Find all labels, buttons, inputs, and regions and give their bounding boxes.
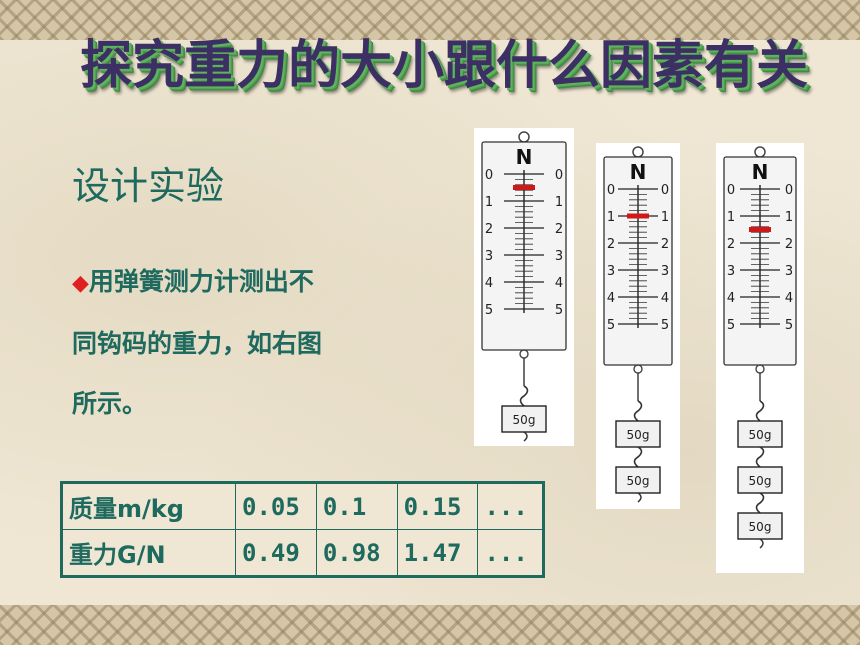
row-header-mass: 质量m/kg <box>61 482 236 530</box>
tick-label-left: 3 <box>607 264 615 279</box>
table-row: 重力G/N 0.49 0.98 1.47 ... <box>61 529 544 577</box>
tick-label-right: 5 <box>661 318 669 333</box>
weight-label: 50g <box>627 428 650 442</box>
tick-label-right: 4 <box>785 291 793 306</box>
tick-label-right: 0 <box>785 183 793 198</box>
tick-label-left: 2 <box>607 237 615 252</box>
slide-subtitle: 设计实验 <box>72 164 225 208</box>
weight-label: 50g <box>513 413 536 427</box>
table-cell: 0.05 <box>235 482 317 530</box>
tick-label-right: 2 <box>785 237 793 252</box>
tick-label-left: 5 <box>607 318 615 333</box>
tick-label-right: 1 <box>785 210 793 225</box>
bottom-hook-icon <box>523 431 528 442</box>
table-cell: 0.49 <box>235 529 317 577</box>
top-decorative-border <box>0 0 860 40</box>
weight-label: 50g <box>749 428 772 442</box>
tick-label-left: 0 <box>727 183 735 198</box>
tick-label-right: 5 <box>555 303 563 318</box>
weight-label: 50g <box>749 474 772 488</box>
tick-label-left: 3 <box>727 264 735 279</box>
table-row: 质量m/kg 0.05 0.1 0.15 ... <box>61 482 544 530</box>
tick-label-left: 2 <box>485 222 493 237</box>
weight-label: 50g <box>749 520 772 534</box>
pointer-indicator <box>513 185 535 190</box>
slide-title: 探究重力的大小跟什么因素有关 <box>80 36 809 96</box>
tick-label-left: 1 <box>727 210 735 225</box>
tick-label-left: 5 <box>485 303 493 318</box>
tick-label-right: 3 <box>785 264 793 279</box>
hook-icon <box>633 400 643 422</box>
tick-label-right: 5 <box>785 318 793 333</box>
scale-unit-label: N <box>752 160 769 184</box>
tick-label-right: 2 <box>661 237 669 252</box>
tick-label-left: 5 <box>727 318 735 333</box>
tick-label-left: 4 <box>607 291 615 306</box>
tick-label-right: 2 <box>555 222 563 237</box>
weight-block <box>615 420 661 448</box>
bottom-decorative-border <box>0 605 860 645</box>
tick-label-left: 4 <box>485 276 493 291</box>
scale-unit-label: N <box>516 145 533 169</box>
pointer-indicator <box>749 227 771 232</box>
table-cell: ... <box>477 529 544 577</box>
hook-icon <box>755 492 765 514</box>
hook-icon <box>755 446 765 468</box>
table-cell: ... <box>477 482 544 530</box>
pointer-indicator <box>627 213 649 219</box>
bullet-line-2: 同钩码的重力，如右图 <box>72 329 323 358</box>
table-cell: 0.98 <box>315 529 398 577</box>
tick-label-left: 4 <box>727 291 735 306</box>
hook-icon <box>519 385 529 407</box>
mass-weight-table: 质量m/kg 0.05 0.1 0.15 ... 重力G/N 0.49 0.98… <box>60 481 545 578</box>
weight-label: 50g <box>627 474 650 488</box>
hook-icon <box>755 400 765 422</box>
tick-label-right: 0 <box>661 183 669 198</box>
tick-label-left: 1 <box>485 195 493 210</box>
tick-label-left: 0 <box>485 168 493 183</box>
scale-unit-label: N <box>630 160 647 184</box>
table-cell: 1.47 <box>396 529 479 577</box>
bullet-line-3: 所示。 <box>72 389 148 418</box>
tick-label-left: 3 <box>485 249 493 264</box>
hook-icon <box>633 446 643 468</box>
tick-label-right: 3 <box>555 249 563 264</box>
diamond-bullet-icon: ◆ <box>72 271 89 296</box>
bottom-hook-icon <box>759 538 764 549</box>
weight-block <box>615 466 661 494</box>
tick-label-right: 0 <box>555 168 563 183</box>
bottom-hook-icon <box>637 492 642 503</box>
spring-scale-3: N 0 0 1 1 2 2 3 3 4 4 5 5 50g 50g 50g <box>716 143 804 573</box>
spring-scale-1: N 0 0 1 1 2 2 3 3 4 4 5 5 50g <box>474 128 574 446</box>
tick-label-right: 1 <box>661 210 669 225</box>
tick-label-right: 3 <box>661 264 669 279</box>
tick-label-left: 1 <box>607 210 615 225</box>
table-cell: 0.15 <box>396 482 479 530</box>
tick-label-right: 1 <box>555 195 563 210</box>
tick-label-right: 4 <box>555 276 563 291</box>
spring-scale-2: N0 0 1 1 2 2 3 3 4 4 5 5 50g 50g <box>596 143 680 509</box>
tick-label-left: 0 <box>607 183 615 198</box>
row-header-weight: 重力G/N <box>61 529 236 577</box>
bullet-paragraph: ◆用弹簧测力计测出不 同钩码的重力，如右图 所示。 <box>72 252 422 434</box>
tick-label-right: 4 <box>661 291 669 306</box>
bullet-line-1: ◆用弹簧测力计测出不 <box>72 267 314 296</box>
tick-label-left: 2 <box>727 237 735 252</box>
table-cell: 0.1 <box>315 482 398 530</box>
